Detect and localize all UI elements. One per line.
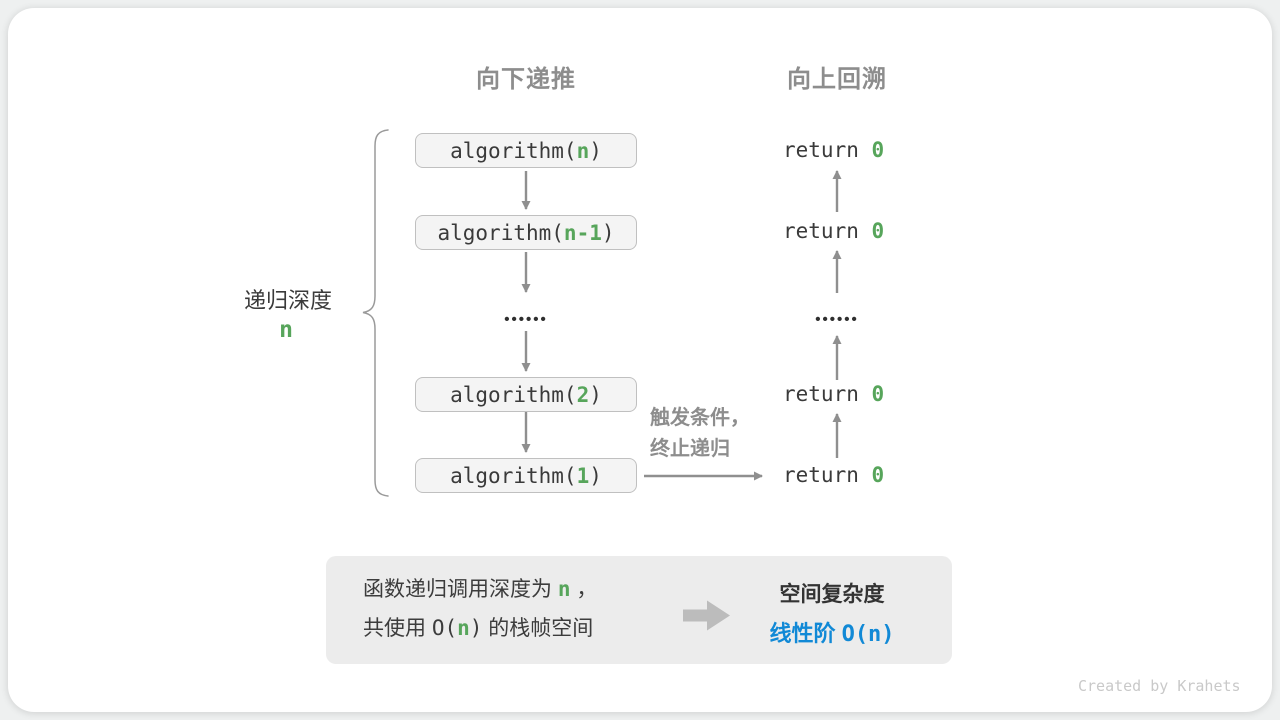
summary-line2-text: 共使用 — [363, 617, 432, 640]
summary-line2: 共使用 O(n) 的栈帧空间 — [363, 609, 663, 648]
call-text: algorithm( — [450, 382, 577, 407]
return-stmt-1: return 0 — [783, 136, 884, 164]
call-arg: 1 — [576, 463, 590, 488]
return-keyword: return — [783, 138, 872, 162]
return-keyword: return — [783, 463, 872, 487]
terminate-annotation-line1: 触发条件， — [650, 407, 750, 429]
header-backtrack-up: 向上回溯 — [787, 66, 887, 93]
return-stmt-4: return 0 — [783, 461, 884, 489]
header-recurse-down: 向下递推 — [476, 66, 576, 93]
return-value: 0 — [871, 463, 885, 487]
space-complexity-result: 线性阶 O(n) — [769, 616, 894, 648]
call-text-close: ) — [589, 463, 602, 488]
return-value: 0 — [871, 219, 885, 243]
call-box-1: algorithm(1) — [415, 458, 637, 493]
call-box-2: algorithm(2) — [415, 377, 637, 412]
space-complexity-title: 空间复杂度 — [779, 583, 885, 606]
recursion-depth-value: n — [279, 317, 293, 343]
terminate-annotation-line2: 终止递归 — [650, 438, 730, 460]
call-box-n-1: algorithm(n-1) — [415, 215, 637, 250]
summary-line1-text: 函数递归调用深度为 — [363, 578, 558, 601]
return-stmt-3: return 0 — [783, 380, 884, 408]
return-keyword: return — [783, 219, 872, 243]
implication-arrow-icon — [683, 600, 730, 631]
ellipsis-left: •••••• — [504, 311, 548, 328]
recursion-depth-label: 递归深度 — [243, 288, 333, 313]
call-text: algorithm( — [450, 463, 577, 488]
return-value: 0 — [871, 138, 885, 162]
terminate-annotation: 触发条件， 终止递归 — [650, 403, 750, 465]
call-text-close: ) — [589, 138, 602, 163]
call-text-close: ) — [601, 220, 615, 245]
call-arg: n-1 — [563, 220, 602, 245]
summary-panel — [326, 556, 952, 664]
return-stmt-2: return 0 — [783, 217, 884, 245]
credit-text: Created by Krahets — [1078, 677, 1241, 695]
summary-line1-tail: ， — [570, 578, 598, 601]
summary-line2-open: O( — [431, 616, 458, 640]
call-arg: 2 — [576, 382, 590, 407]
summary-description: 函数递归调用深度为 n ， 共使用 O(n) 的栈帧空间 — [363, 570, 663, 648]
summary-line2-var: n — [457, 616, 470, 640]
return-keyword: return — [783, 382, 872, 406]
summary-line2-close: ) — [469, 616, 483, 640]
call-arg: n — [576, 138, 590, 163]
summary-line1-var: n — [557, 577, 571, 601]
return-value: 0 — [871, 382, 885, 406]
call-text: algorithm( — [450, 138, 577, 163]
summary-line1: 函数递归调用深度为 n ， — [363, 570, 663, 609]
complexity-big-o: O(n) — [841, 622, 895, 647]
call-text-close: ) — [589, 382, 602, 407]
call-text: algorithm( — [437, 220, 564, 245]
call-box-n: algorithm(n) — [415, 133, 637, 168]
ellipsis-right: •••••• — [815, 311, 859, 328]
complexity-order-label: 线性阶 — [769, 621, 842, 646]
summary-line2-tail: 的栈帧空间 — [482, 617, 594, 640]
